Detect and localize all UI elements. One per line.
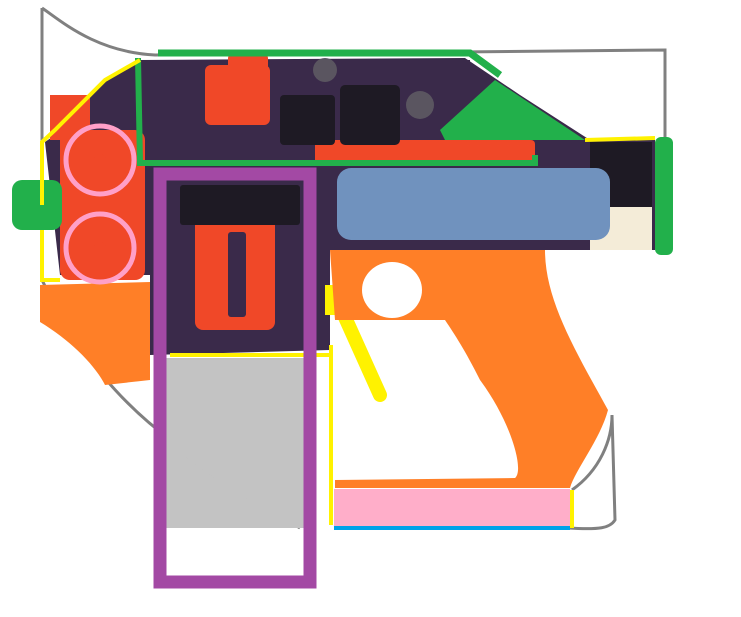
- red-pusher-slot: [228, 232, 246, 317]
- yellow-rear-top: [585, 138, 655, 140]
- black-lower-bracket: [180, 185, 300, 225]
- black-motor-block: [280, 95, 335, 145]
- pink-grip-base: [334, 489, 570, 527]
- blue-barrel: [337, 168, 610, 240]
- white-trigger-hole: [362, 262, 422, 318]
- green-front-knob: [12, 180, 62, 230]
- black-gearbox: [340, 85, 400, 145]
- gear-icon: [406, 91, 434, 119]
- red-top-block: [228, 55, 268, 75]
- flywheel-hub: [94, 242, 106, 254]
- flywheel-hub: [94, 154, 106, 166]
- motor-icon: [313, 58, 337, 82]
- green-rear-sight: [655, 137, 673, 255]
- orange-front-grip: [40, 282, 150, 385]
